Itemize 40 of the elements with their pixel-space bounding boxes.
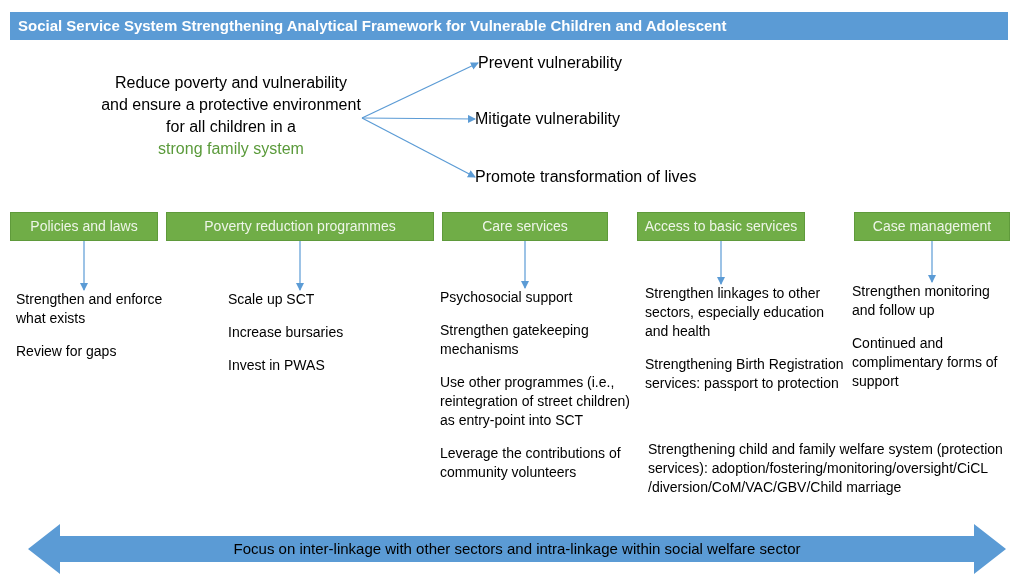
category-box [854, 212, 1010, 241]
header-label: Case management [872, 217, 992, 236]
outcome-text: Mitigate vulnerability [475, 109, 620, 129]
outcome-text: Promote transformation of lives [475, 167, 697, 187]
goal-text: Reduce poverty and vulnerability and ensure a protective environment for all children in a [100, 73, 362, 137]
action-item: Strengthening Birth Registration services: passport to protection [645, 355, 845, 393]
action-item: Invest in PWAS [228, 356, 326, 375]
category-box [442, 212, 608, 241]
double-arrow-band [28, 524, 1006, 574]
goal-text: strong family system [158, 139, 304, 159]
action-item: Continued and complimentary forms of support [852, 334, 999, 391]
header-label: Poverty reduction programmes [204, 217, 396, 236]
arrow [296, 240, 304, 291]
category-box [166, 212, 434, 241]
action-item: Strengthen monitoring and follow up [852, 282, 991, 320]
action-item: Review for gaps [16, 342, 118, 361]
title-bar: Social Service System Strengthening Analytical Framework for Vulnerable Children and Adolescent [10, 12, 1008, 40]
band-text: Focus on inter-linkage with other sectors and intra-linkage within social welfare sector [233, 538, 801, 559]
action-item: Strengthening child and family welfare system (protection services): adoption/fostering/monitoring/oversight/CiCL /diversion/CoM/VAC/GBV/Child marriage [648, 440, 1003, 497]
action-item: Psychosocial support [440, 288, 574, 307]
action-item: Leverage the contributions of community volunteers [440, 444, 622, 482]
action-item: Strengthen and enforce what exists [16, 290, 164, 328]
arrow [717, 240, 725, 285]
arrow [928, 240, 936, 283]
header-label: Access to basic services [644, 217, 798, 236]
action-item: Increase bursaries [228, 323, 345, 342]
arrow [80, 240, 88, 291]
arrow [521, 240, 529, 289]
action-item: Strengthen linkages to other sectors, especially education and health [645, 284, 825, 341]
header-label: Policies and laws [30, 217, 138, 236]
category-box [637, 212, 805, 241]
action-item: Strengthen gatekeeping mechanisms [440, 321, 590, 359]
header-label: Care services [482, 217, 568, 236]
arrow [361, 117, 476, 178]
arrow [361, 114, 476, 123]
category-box [10, 212, 158, 241]
action-item: Scale up SCT [228, 290, 316, 309]
arrow [361, 62, 479, 119]
action-item: Use other programmes (i.e., reintegration of street children) as entry-point into SCT [440, 373, 631, 430]
outcome-text: Prevent vulnerability [478, 53, 623, 73]
